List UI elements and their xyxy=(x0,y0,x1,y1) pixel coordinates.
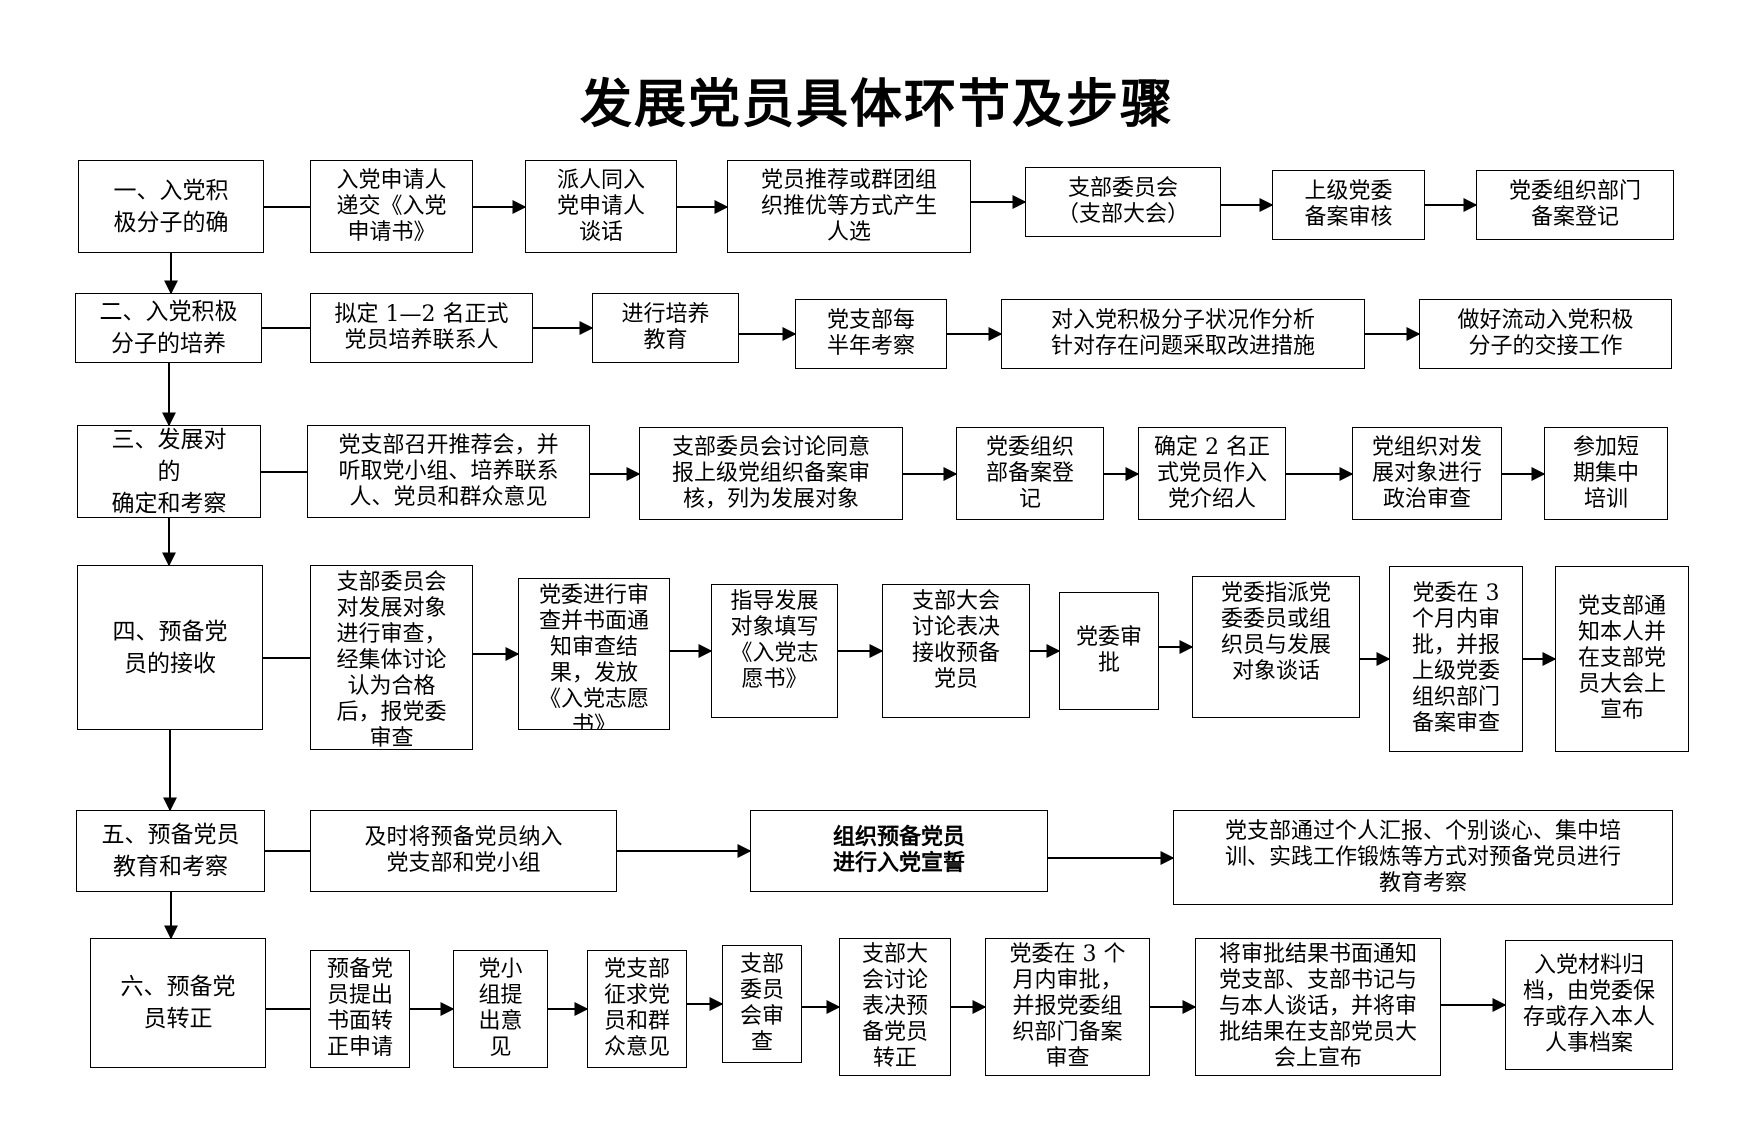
step-6-7: 将审批结果书面通知 党支部、支部书记与 与本人谈话，并将审 批结果在支部党员大 … xyxy=(1195,938,1441,1076)
step-1-3: 党员推荐或群团组 织推优等方式产生 人选 xyxy=(727,160,971,253)
step-1-6: 党委组织部门 备案登记 xyxy=(1476,170,1674,240)
step-4-4: 支部大会 讨论表决 接收预备 党员 xyxy=(882,584,1030,718)
stage-6-box: 六、预备党 员转正 xyxy=(90,938,266,1068)
stage-2-box: 二、入党积极 分子的培养 xyxy=(75,293,262,363)
step-5-2: 组织预备党员 进行入党宣誓 xyxy=(750,810,1048,892)
step-3-6: 参加短 期集中 培训 xyxy=(1544,427,1668,520)
step-1-4: 支部委员会 （支部大会） xyxy=(1025,167,1221,237)
step-3-4: 确定 2 名正 式党员作入 党介绍人 xyxy=(1138,427,1286,520)
step-3-5: 党组织对发 展对象进行 政治审查 xyxy=(1352,427,1502,520)
step-1-5: 上级党委 备案审核 xyxy=(1272,170,1425,240)
step-6-2: 党小 组提 出意 见 xyxy=(453,950,548,1068)
step-2-1: 拟定 1—2 名正式 党员培养联系人 xyxy=(310,293,533,363)
step-3-3: 党委组织 部备案登 记 xyxy=(956,427,1104,520)
step-6-5: 支部大 会讨论 表决预 备党员 转正 xyxy=(839,938,951,1076)
step-6-8: 入党材料归 档，由党委保 存或存入本人 人事档案 xyxy=(1505,940,1673,1070)
step-4-3: 指导发展 对象填写 《入党志 愿书》 xyxy=(711,584,838,718)
page-title: 发展党员具体环节及步骤 xyxy=(579,75,1174,135)
step-6-6: 党委在 3 个 月内审批， 并报党委组 织部门备案 审查 xyxy=(985,938,1150,1076)
stage-3-box: 三、发展对 的 确定和考察 xyxy=(77,425,261,518)
step-4-7: 党委在 3 个月内审 批，并报 上级党委 组织部门 备案审查 xyxy=(1389,566,1523,752)
step-3-1: 党支部召开推荐会，并 听取党小组、培养联系 人、党员和群众意见 xyxy=(307,425,590,518)
step-6-3: 党支部 征求党 员和群 众意见 xyxy=(587,950,687,1068)
stage-5-box: 五、预备党员 教育和考察 xyxy=(76,810,265,892)
step-2-4: 对入党积极分子状况作分析 针对存在问题采取改进措施 xyxy=(1001,299,1365,369)
step-4-6: 党委指派党 委委员或组 织员与发展 对象谈话 xyxy=(1192,576,1360,718)
step-4-1: 支部委员会 对发展对象 进行审查， 经集体讨论 认为合格 后，报党委 审查 xyxy=(310,565,473,750)
stage-1-box: 一、入党积 极分子的确 xyxy=(78,160,264,253)
stage-4-box: 四、预备党 员的接收 xyxy=(77,565,263,730)
step-1-2: 派人同入 党申请人 谈话 xyxy=(525,160,677,253)
step-6-4: 支部 委员 会审 查 xyxy=(722,945,802,1063)
step-2-2: 进行培养 教育 xyxy=(592,293,739,363)
step-5-3: 党支部通过个人汇报、个别谈心、集中培 训、实践工作锻炼等方式对预备党员进行 教育… xyxy=(1173,810,1673,905)
step-4-5: 党委审 批 xyxy=(1059,592,1159,710)
step-2-5: 做好流动入党积极 分子的交接工作 xyxy=(1419,299,1672,369)
step-4-8: 党支部通 知本人并 在支部党 员大会上 宣布 xyxy=(1555,566,1689,752)
step-4-2: 党委进行审 查并书面通 知审查结 果，发放 《入党志愿 书》 xyxy=(518,578,670,730)
step-5-1: 及时将预备党员纳入 党支部和党小组 xyxy=(310,810,617,892)
step-2-3: 党支部每 半年考察 xyxy=(795,299,947,369)
step-6-1: 预备党 员提出 书面转 正申请 xyxy=(310,950,410,1068)
step-3-2: 支部委员会讨论同意 报上级党组织备案审 核，列为发展对象 xyxy=(639,427,903,520)
step-1-1: 入党申请人 递交《入党 申请书》 xyxy=(310,160,473,253)
